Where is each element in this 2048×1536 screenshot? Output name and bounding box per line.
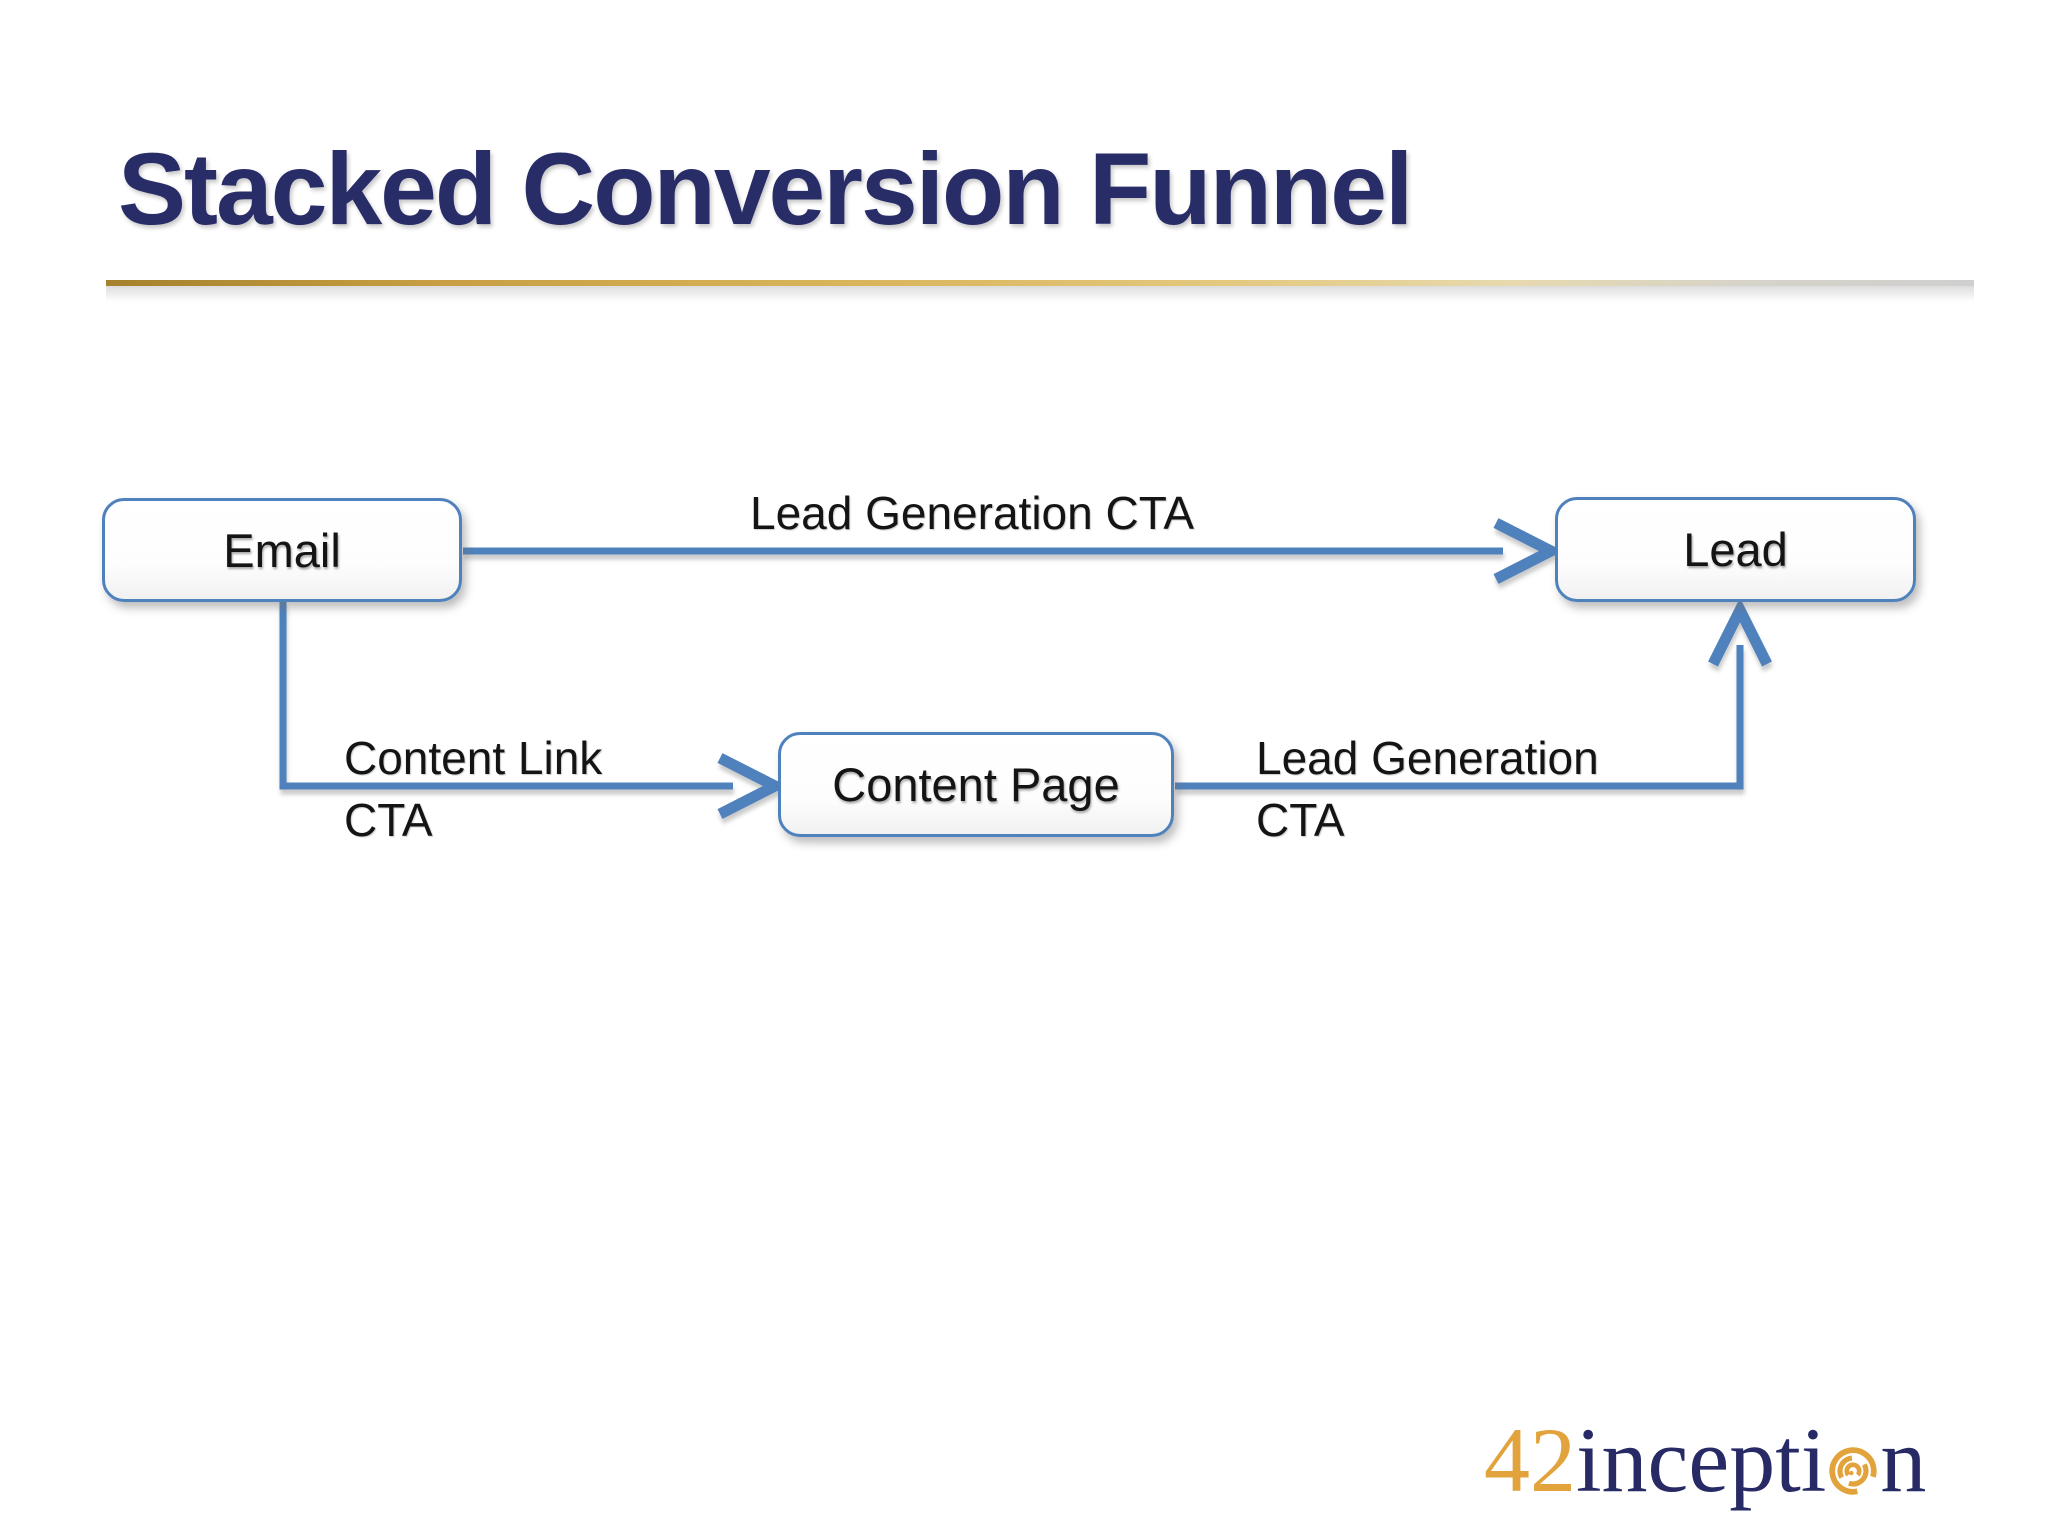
node-lead-label: Lead xyxy=(1683,523,1788,576)
edge-label-line1: Lead Generation xyxy=(1256,732,1599,784)
spiral-maze-icon xyxy=(1829,1447,1878,1495)
edge-label-lead-generation-cta-right: Lead Generation CTA xyxy=(1256,727,1599,851)
edge-label-text: Lead Generation CTA xyxy=(750,487,1195,539)
edge-email-to-content-line xyxy=(279,601,733,790)
node-content-page: Content Page xyxy=(778,732,1174,837)
edge-label-content-link-cta: Content Link CTA xyxy=(344,727,602,851)
edge-label-lead-generation-cta-top: Lead Generation CTA xyxy=(750,482,1194,544)
node-email-label: Email xyxy=(223,523,341,577)
logo-n: n xyxy=(1880,1409,1927,1511)
arrowhead-into-content-left xyxy=(717,753,788,819)
company-logo-42inception: 42incepti n xyxy=(1484,1414,1926,1506)
arrowhead-into-lead-bottom xyxy=(1708,597,1772,667)
edge-content-to-lead-line xyxy=(1175,645,1744,790)
gold-divider-line xyxy=(106,280,1974,286)
edge-label-line2: CTA xyxy=(1256,794,1345,846)
edge-label-line2: CTA xyxy=(344,794,433,846)
logo-42: 42 xyxy=(1484,1409,1576,1511)
node-email: Email xyxy=(102,498,462,602)
logo-incepti: incepti xyxy=(1576,1409,1827,1511)
node-content-page-label: Content Page xyxy=(832,758,1120,811)
divider-shadow xyxy=(106,286,1974,302)
slide-title: Stacked Conversion Funnel xyxy=(118,132,1413,246)
arrowhead-into-lead-left xyxy=(1493,518,1564,584)
edge-label-line1: Content Link xyxy=(344,732,603,784)
node-lead: Lead xyxy=(1555,497,1916,602)
